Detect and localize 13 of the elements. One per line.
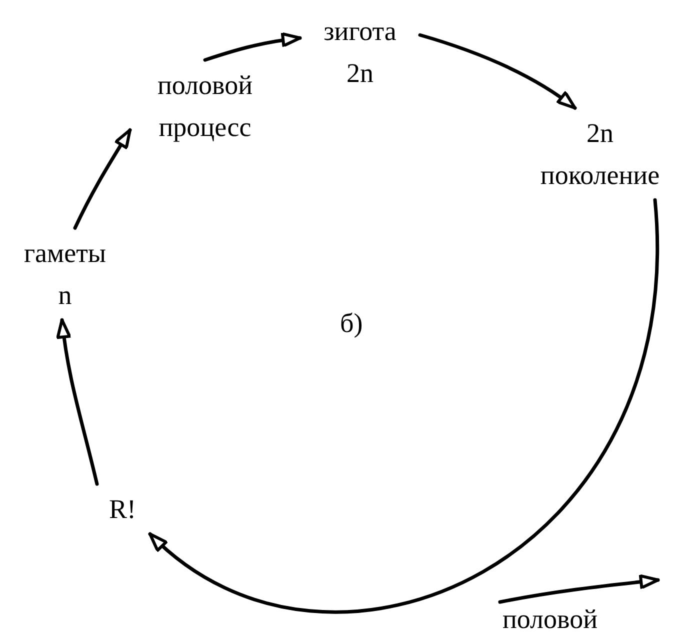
cycle-stage-label: 2n поколение <box>520 108 680 200</box>
arrow <box>203 32 302 62</box>
panel-label: б) <box>340 307 363 340</box>
cycle-stage-label: половой процесс <box>130 60 280 152</box>
cycle-stage-label: зигота 2n <box>300 6 420 98</box>
arrow <box>73 128 132 230</box>
arrow <box>498 574 660 604</box>
cycle-stage-label: R! <box>95 484 150 534</box>
arrow <box>56 318 99 486</box>
arrow <box>418 33 577 110</box>
cycle-stage-label: половой <box>485 602 615 636</box>
arrow <box>148 198 658 613</box>
cycle-stage-label: гаметы n <box>5 228 125 320</box>
